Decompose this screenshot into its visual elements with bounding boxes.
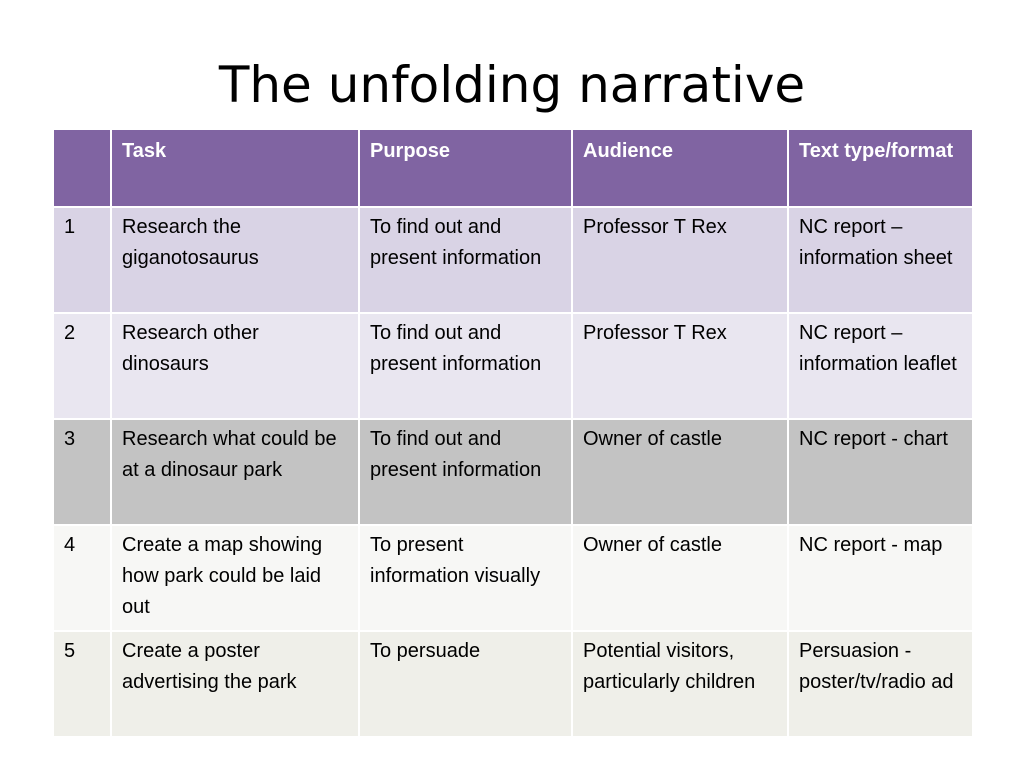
task-cell: Research what could be at a dinosaur par… xyxy=(110,418,360,526)
row-number: 4 xyxy=(52,524,112,632)
header-purpose: Purpose xyxy=(358,128,573,208)
table-row: 4 Create a map showing how park could be… xyxy=(52,524,974,632)
row-number: 2 xyxy=(52,312,112,420)
text-type-cell: Persuasion - poster/tv/radio ad xyxy=(787,630,974,738)
text-type-cell: NC report – information leaflet xyxy=(787,312,974,420)
audience-cell: Owner of castle xyxy=(571,418,789,526)
task-cell: Create a map showing how park could be l… xyxy=(110,524,360,632)
header-number xyxy=(52,128,112,208)
purpose-cell: To present information visually xyxy=(358,524,573,632)
purpose-cell: To find out and present information xyxy=(358,206,573,314)
audience-cell: Potential visitors, particularly childre… xyxy=(571,630,789,738)
table-header-row: Task Purpose Audience Text type/format xyxy=(52,128,974,208)
header-audience: Audience xyxy=(571,128,789,208)
header-task: Task xyxy=(110,128,360,208)
audience-cell: Owner of castle xyxy=(571,524,789,632)
row-number: 1 xyxy=(52,206,112,314)
table-row: 2 Research other dinosaurs To find out a… xyxy=(52,312,974,420)
task-cell: Research the giganotosaurus xyxy=(110,206,360,314)
row-number: 5 xyxy=(52,630,112,738)
table-row: 5 Create a poster advertising the park T… xyxy=(52,630,974,738)
task-cell: Create a poster advertising the park xyxy=(110,630,360,738)
table-row: 1 Research the giganotosaurus To find ou… xyxy=(52,206,974,314)
text-type-cell: NC report - map xyxy=(787,524,974,632)
purpose-cell: To persuade xyxy=(358,630,573,738)
table-row: 3 Research what could be at a dinosaur p… xyxy=(52,418,974,526)
narrative-table: Task Purpose Audience Text type/format 1… xyxy=(52,128,974,738)
purpose-cell: To find out and present information xyxy=(358,418,573,526)
row-number: 3 xyxy=(52,418,112,526)
header-text-type: Text type/format xyxy=(787,128,974,208)
text-type-cell: NC report – information sheet xyxy=(787,206,974,314)
audience-cell: Professor T Rex xyxy=(571,312,789,420)
audience-cell: Professor T Rex xyxy=(571,206,789,314)
purpose-cell: To find out and present information xyxy=(358,312,573,420)
slide-title: The unfolding narrative xyxy=(218,56,806,114)
task-cell: Research other dinosaurs xyxy=(110,312,360,420)
text-type-cell: NC report - chart xyxy=(787,418,974,526)
